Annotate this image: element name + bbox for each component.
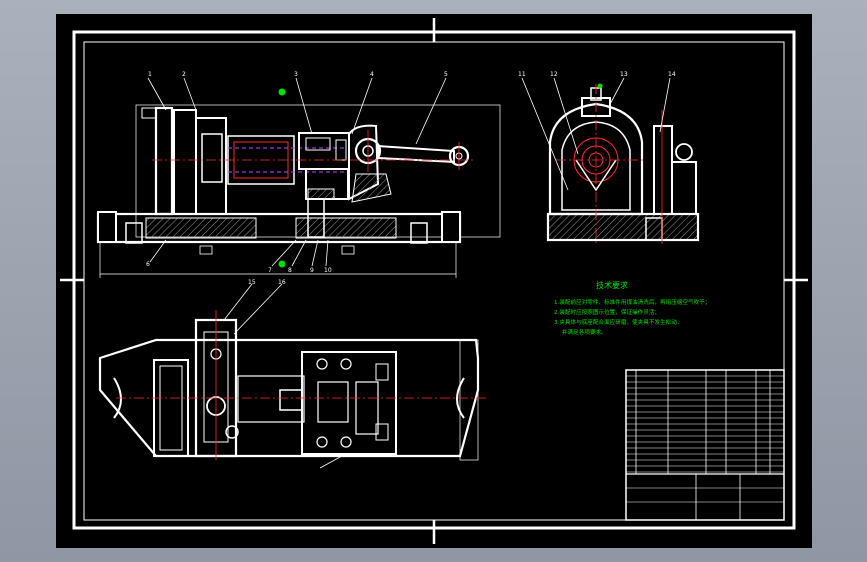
balloon-16: 16 xyxy=(278,279,286,286)
balloon-7: 7 xyxy=(268,267,272,274)
balloon-10: 10 xyxy=(324,267,332,274)
title-block xyxy=(625,369,785,521)
balloon-3: 3 xyxy=(294,71,298,78)
balloon-4: 4 xyxy=(370,71,374,78)
top-view xyxy=(98,283,486,469)
green-mark xyxy=(597,83,603,89)
balloon-1: 1 xyxy=(148,71,152,78)
balloon-6: 6 xyxy=(146,261,150,268)
balloon-11: 11 xyxy=(518,71,526,78)
notes-line-2: 2.装配时应按照图示位置，保证操作灵活； xyxy=(554,308,660,316)
drawing-canvas: 1 2 3 4 5 6 7 8 9 10 11 12 13 14 xyxy=(60,18,808,544)
technical-notes: 技术要求 1.装配前应对零件、标准件用煤油清洗后，再用压缩空气吹干； 2.装配时… xyxy=(554,280,710,336)
outer-border xyxy=(72,30,796,530)
front-view xyxy=(96,77,501,278)
balloon-15: 15 xyxy=(248,279,256,286)
notes-line-1: 1.装配前应对零件、标准件用煤油清洗后，再用压缩空气吹干； xyxy=(554,298,710,306)
notes-line-4: 并满足各项要求。 xyxy=(562,328,607,336)
balloon-14: 14 xyxy=(668,71,676,78)
notes-title: 技术要求 xyxy=(596,280,628,290)
green-mark xyxy=(278,260,286,268)
notes-line-3: 3.夹具体与底座配合面应研磨，使夹具不发生松动， xyxy=(554,318,682,326)
balloon-8: 8 xyxy=(288,267,292,274)
balloon-12: 12 xyxy=(550,71,558,78)
cad-drawing-viewport[interactable]: 1 2 3 4 5 6 7 8 9 10 11 12 13 14 xyxy=(56,14,812,548)
balloon-5: 5 xyxy=(444,71,448,78)
balloon-9: 9 xyxy=(310,267,314,274)
side-view xyxy=(521,77,700,244)
balloon-13: 13 xyxy=(620,71,628,78)
green-mark xyxy=(278,88,286,96)
balloon-2: 2 xyxy=(182,71,186,78)
